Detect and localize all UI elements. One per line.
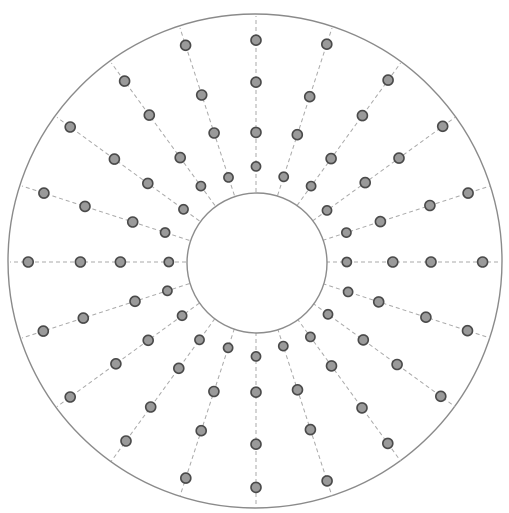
dot — [374, 297, 384, 307]
dot — [375, 217, 385, 227]
dot — [196, 426, 206, 436]
dot — [251, 439, 261, 449]
dot — [109, 154, 119, 164]
dot — [326, 154, 336, 164]
dot — [322, 39, 332, 49]
dot — [392, 360, 402, 370]
dot — [175, 153, 185, 163]
dot — [130, 296, 140, 306]
dot — [358, 335, 368, 345]
dot — [463, 188, 473, 198]
dot — [80, 201, 90, 211]
dot — [195, 335, 204, 344]
dot — [143, 178, 153, 188]
dot — [421, 312, 431, 322]
dot — [478, 257, 488, 267]
dot — [383, 438, 393, 448]
dot — [209, 387, 219, 397]
dot — [128, 217, 138, 227]
dot — [342, 228, 351, 237]
dot — [209, 128, 219, 138]
dot — [292, 130, 302, 140]
dot — [323, 310, 332, 319]
dot — [143, 335, 153, 345]
dot — [293, 385, 303, 395]
dot — [279, 342, 288, 351]
dot — [38, 326, 48, 336]
dot — [178, 311, 187, 320]
dot — [146, 402, 156, 412]
dot — [360, 178, 370, 188]
dot — [75, 257, 85, 267]
dot — [305, 425, 315, 435]
dot — [357, 403, 367, 413]
dot — [344, 287, 353, 296]
dot — [78, 313, 88, 323]
dot — [197, 90, 207, 100]
dot — [322, 476, 332, 486]
dot — [163, 286, 172, 295]
dot — [425, 201, 435, 211]
dot — [436, 391, 446, 401]
dot — [279, 172, 288, 181]
dot — [161, 228, 170, 237]
dot — [144, 110, 154, 120]
dot — [251, 162, 260, 171]
dot — [438, 121, 448, 131]
dot — [357, 111, 367, 121]
dot — [39, 188, 49, 198]
dot — [342, 257, 351, 266]
dot — [65, 122, 75, 132]
dot — [383, 75, 393, 85]
dot — [251, 77, 261, 87]
dot — [224, 173, 233, 182]
dot — [111, 359, 121, 369]
dot — [251, 127, 261, 137]
dot — [305, 92, 315, 102]
dot — [115, 257, 125, 267]
dot — [164, 257, 173, 266]
dot — [251, 35, 261, 45]
dot — [181, 40, 191, 50]
dot — [181, 473, 191, 483]
dot — [251, 352, 260, 361]
dot — [120, 76, 130, 86]
dot — [251, 482, 261, 492]
dot — [174, 363, 184, 373]
dot — [23, 257, 33, 267]
dot — [463, 326, 473, 336]
dot — [121, 436, 131, 446]
dot — [388, 257, 398, 267]
dot — [327, 361, 337, 371]
dot — [65, 392, 75, 402]
inner-circle — [187, 193, 327, 333]
dot — [394, 153, 404, 163]
dot — [322, 206, 331, 215]
dot — [307, 182, 316, 191]
dot — [179, 205, 188, 214]
dot — [251, 387, 261, 397]
dot — [224, 343, 233, 352]
dot — [196, 182, 205, 191]
dot — [426, 257, 436, 267]
dot — [306, 332, 315, 341]
